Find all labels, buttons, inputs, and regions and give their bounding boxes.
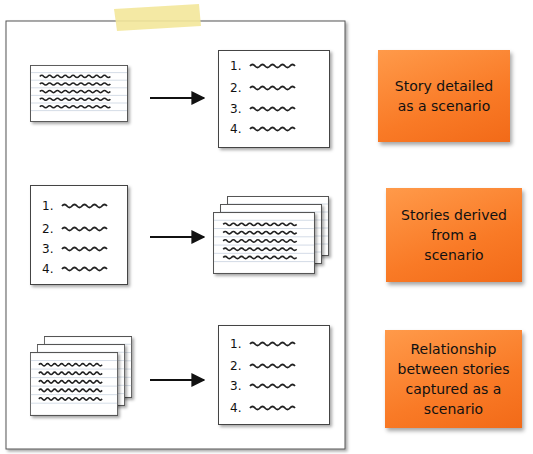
list-number: 2. — [42, 221, 53, 237]
sticky-note: Stories derived from a scenario — [386, 188, 522, 282]
arrow — [150, 379, 204, 381]
list-number: 1. — [42, 198, 53, 214]
list-squiggle — [250, 343, 295, 410]
story-card-stack — [214, 197, 329, 274]
sticky-note: Story detailed as a scenario — [378, 50, 510, 142]
note-text: Story detailed as a scenario — [388, 76, 500, 116]
sticky-note: Relationship between stories captured as… — [385, 330, 522, 428]
list-number: 1. — [230, 58, 241, 74]
list-number: 2. — [230, 80, 241, 96]
story-card-stack — [30, 337, 131, 416]
note-text: Relationship between stories captured as… — [393, 339, 514, 419]
list-number: 4. — [230, 121, 241, 137]
tape — [114, 4, 201, 31]
story-card — [30, 65, 127, 121]
list-number: 1. — [230, 336, 241, 352]
list-squiggle — [250, 65, 295, 131]
scenario-page: 1. 2. 3. 4. — [30, 185, 128, 285]
list-number: 3. — [230, 101, 241, 117]
note-text-wrap: Story detailed as a scenario — [388, 76, 500, 116]
list-number: 3. — [42, 241, 53, 257]
list-number: 3. — [230, 378, 241, 394]
panel — [6, 21, 345, 449]
note-text-wrap: Relationship between stories captured as… — [393, 339, 514, 419]
arrow — [150, 236, 204, 238]
list-squiggle — [62, 205, 107, 271]
scenario-page: 1. 2. 3. 4. — [218, 50, 330, 148]
note-text: Stories derived from a scenario — [400, 205, 508, 265]
list-number: 4. — [230, 400, 241, 416]
list-number: 4. — [42, 261, 53, 277]
arrow — [150, 97, 204, 99]
note-text-wrap: Stories derived from a scenario — [400, 205, 508, 265]
list-number: 2. — [230, 358, 241, 374]
scenario-page: 1. 2. 3. 4. — [218, 325, 330, 425]
